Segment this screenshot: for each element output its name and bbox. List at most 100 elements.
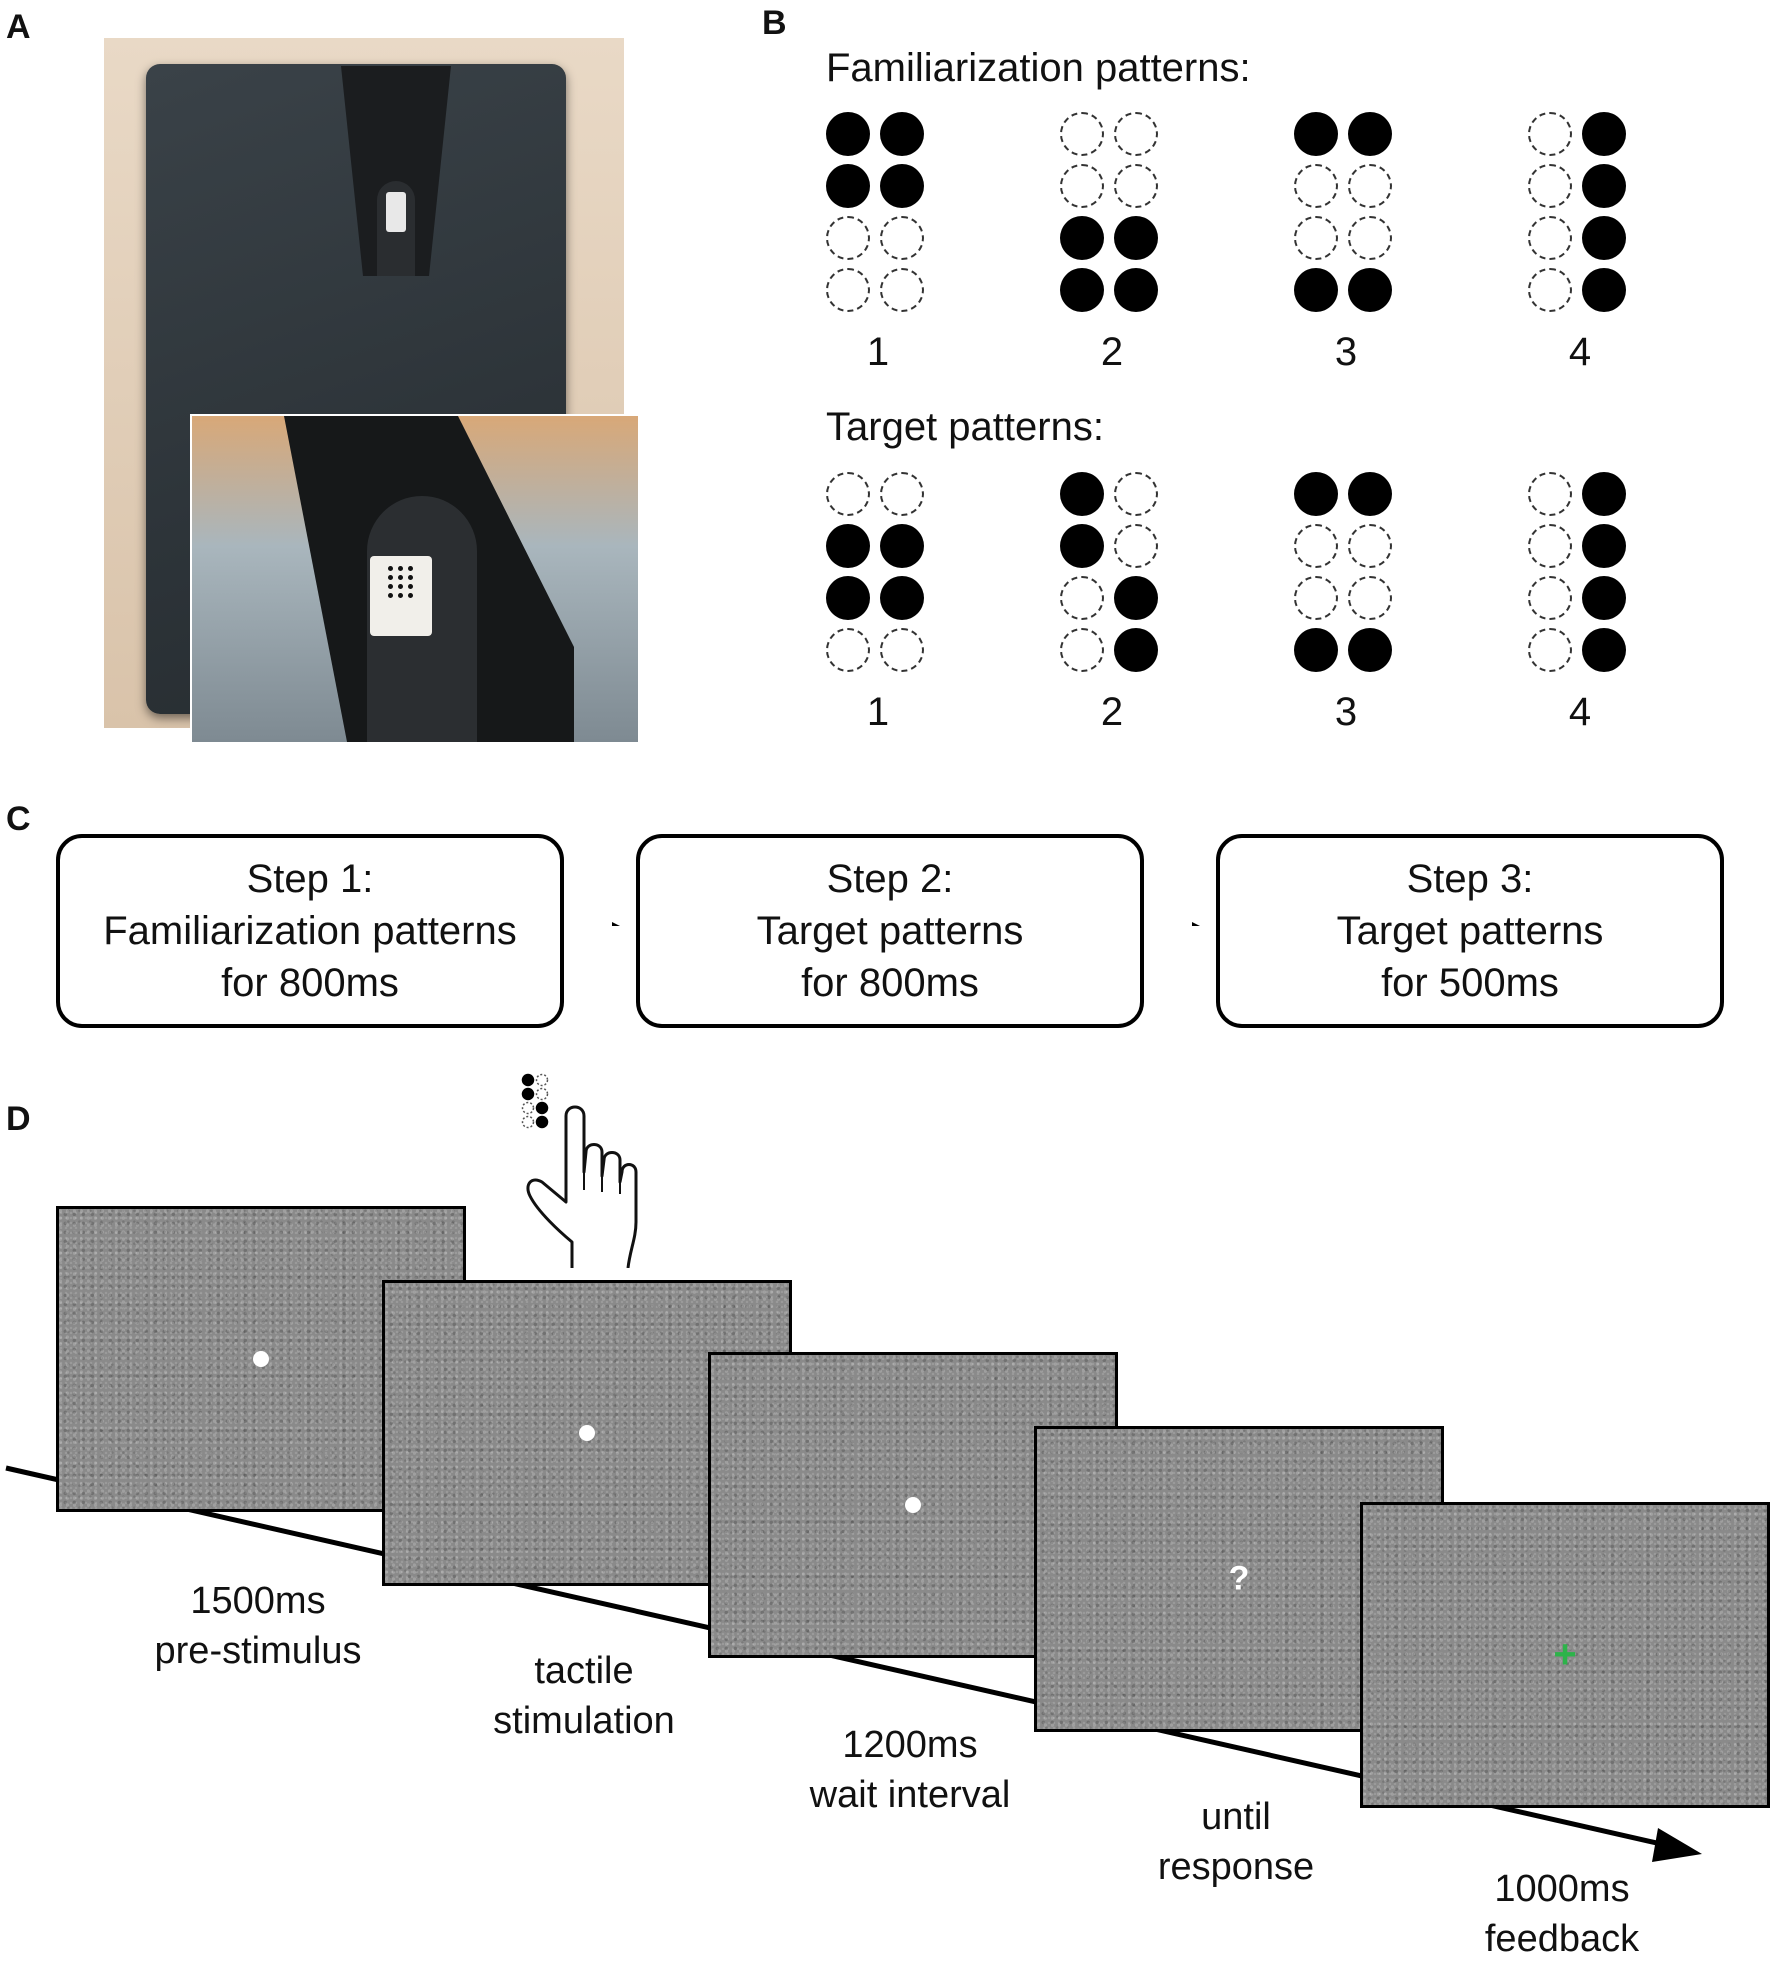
braille-pin (408, 575, 413, 580)
mini-dot-raised (535, 1101, 549, 1115)
braille-dot-empty (880, 628, 924, 672)
braille-dot-empty (1528, 164, 1572, 208)
braille-stimulator (386, 192, 406, 232)
braille-dot-empty (1528, 628, 1572, 672)
braille-dot-raised (1060, 268, 1104, 312)
step-description: Familiarization patterns (103, 909, 517, 953)
braille-dot-empty (1060, 164, 1104, 208)
braille-pin (408, 593, 413, 598)
braille-dot-raised (1294, 268, 1338, 312)
braille-pattern (1060, 112, 1170, 322)
braille-dot-empty (1528, 524, 1572, 568)
braille-dot-raised (880, 524, 924, 568)
braille-dot-raised (1294, 472, 1338, 516)
braille-dot-empty (1294, 216, 1338, 260)
braille-pin (398, 584, 403, 589)
mini-dot-raised (521, 1087, 535, 1101)
label-feedback: 1000ms feedback (1484, 1868, 1640, 1960)
pattern-number: 1 (866, 690, 890, 734)
braille-dot-raised (1294, 112, 1338, 156)
braille-pin (388, 566, 393, 571)
braille-pattern (826, 472, 936, 682)
pattern-number: 2 (1100, 690, 1124, 734)
mini-dot-empty (535, 1087, 549, 1101)
braille-dot-empty (1114, 112, 1158, 156)
mini-dot-raised (521, 1073, 535, 1087)
braille-dot-empty (1528, 268, 1572, 312)
braille-dot-raised (1582, 524, 1626, 568)
braille-dot-raised (1582, 628, 1626, 672)
target-heading: Target patterns: (826, 405, 1104, 449)
braille-dot-raised (1582, 164, 1626, 208)
pointing-hand-icon (521, 1073, 638, 1268)
label-until-response: until response (1157, 1796, 1315, 1888)
pattern-number: 4 (1568, 330, 1592, 374)
braille-pin (408, 584, 413, 589)
step-arrow-icon (612, 922, 620, 926)
braille-dot-raised (1348, 112, 1392, 156)
braille-dot-raised (880, 164, 924, 208)
braille-dot-empty (1528, 472, 1572, 516)
braille-dot-raised (1114, 628, 1158, 672)
label-tactile-stimulation: tactile stimulation (493, 1650, 675, 1742)
braille-dot-empty (1114, 472, 1158, 516)
mini-dot-empty (521, 1101, 535, 1115)
braille-dot-raised (826, 524, 870, 568)
braille-dot-empty (880, 268, 924, 312)
braille-dot-raised (880, 112, 924, 156)
braille-dot-raised (1582, 112, 1626, 156)
label-pre-stimulus: 1500ms pre-stimulus (154, 1580, 362, 1672)
pattern-number: 2 (1100, 330, 1124, 374)
pattern-number: 3 (1334, 690, 1358, 734)
feedback-plus: + (1553, 1632, 1577, 1677)
braille-dot-raised (1582, 576, 1626, 620)
mini-dot-empty (521, 1115, 535, 1129)
step-2-box: Step 2: Target patterns for 800ms (636, 834, 1144, 1028)
braille-dot-raised (1582, 216, 1626, 260)
panel-c-label: C (6, 800, 31, 838)
braille-dot-empty (1294, 576, 1338, 620)
braille-dot-raised (1348, 268, 1392, 312)
step-title: Step 1: (246, 857, 374, 901)
braille-dot-raised (1114, 268, 1158, 312)
braille-dot-empty (826, 472, 870, 516)
step-3-box: Step 3: Target patterns for 500ms (1216, 834, 1724, 1028)
mini-dot-empty (535, 1073, 549, 1087)
braille-dot-empty (1348, 216, 1392, 260)
panel-a-label: A (6, 8, 31, 46)
braille-dot-empty (826, 216, 870, 260)
braille-dot-raised (826, 576, 870, 620)
finger-holder (341, 66, 451, 276)
braille-dot-empty (1528, 576, 1572, 620)
braille-dot-raised (1582, 472, 1626, 516)
braille-pin (388, 575, 393, 580)
braille-dot-empty (1060, 576, 1104, 620)
braille-dot-raised (1114, 576, 1158, 620)
familiarization-heading: Familiarization patterns: (826, 46, 1251, 90)
braille-dot-empty (826, 268, 870, 312)
braille-dot-empty (1060, 112, 1104, 156)
fixation-dot (579, 1425, 595, 1441)
braille-pattern (1294, 472, 1404, 682)
braille-dot-empty (1348, 524, 1392, 568)
braille-pattern (826, 112, 936, 322)
braille-dot-empty (1294, 524, 1338, 568)
step-description: Target patterns (756, 909, 1024, 953)
braille-pin (398, 593, 403, 598)
step-title: Step 3: (1406, 857, 1534, 901)
step-title: Step 2: (826, 857, 954, 901)
braille-pins (370, 556, 432, 636)
braille-dot-empty (880, 472, 924, 516)
braille-dot-raised (826, 164, 870, 208)
braille-pattern (1060, 472, 1170, 682)
braille-pin (388, 593, 393, 598)
braille-dot-empty (1348, 576, 1392, 620)
braille-dot-raised (826, 112, 870, 156)
braille-dot-empty (1294, 164, 1338, 208)
step-arrow-icon (1192, 922, 1200, 926)
screen-feedback: + (1360, 1502, 1770, 1808)
question-mark: ? (1228, 1559, 1250, 1598)
braille-pattern (1528, 112, 1638, 322)
braille-dot-empty (1114, 524, 1158, 568)
step-duration: for 800ms (801, 961, 979, 1005)
